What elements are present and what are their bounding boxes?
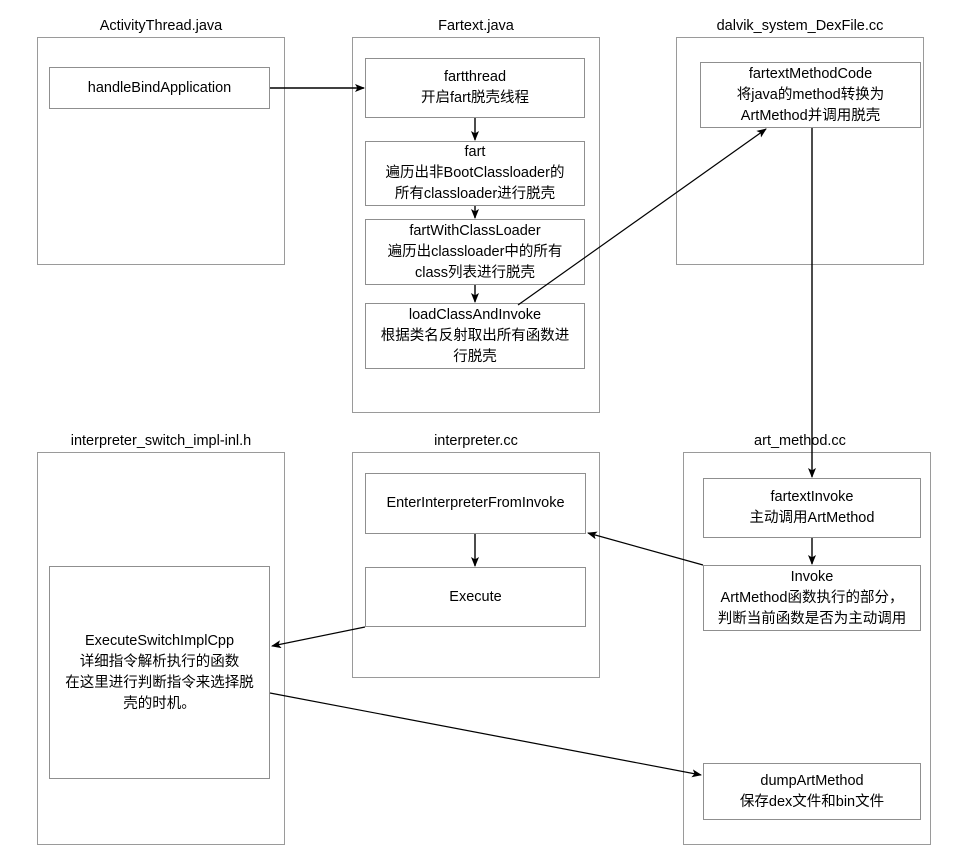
- group-title-interpreter-switch-impl: interpreter_switch_impl-inl.h: [70, 433, 252, 449]
- node-line: dumpArtMethod: [760, 772, 864, 789]
- node-fartext-invoke[interactable]: fartextInvoke 主动调用ArtMethod: [703, 478, 921, 538]
- node-dump-art-method[interactable]: dumpArtMethod 保存dex文件和bin文件: [703, 763, 921, 820]
- node-line: 所有classloader进行脱壳: [394, 186, 556, 202]
- node-load-class-and-invoke[interactable]: loadClassAndInvoke 根据类名反射取出所有函数进 行脱壳: [365, 303, 585, 369]
- node-line: ArtMethod函数执行的部分，: [720, 589, 904, 606]
- node-fartext-method-code[interactable]: fartextMethodCode 将java的method转换为 ArtMet…: [700, 62, 921, 128]
- node-line: Invoke: [790, 568, 834, 585]
- node-line: 根据类名反射取出所有函数进: [380, 327, 570, 344]
- node-line: handleBindApplication: [87, 79, 232, 96]
- group-title-interpreter-cc: interpreter.cc: [434, 433, 518, 449]
- node-line: 将java的method转换为: [736, 86, 885, 103]
- node-line: fart: [464, 144, 486, 160]
- node-line: class列表进行脱壳: [414, 264, 536, 281]
- node-line: 开启fart脱壳线程: [421, 90, 529, 106]
- node-execute-switch-impl-cpp[interactable]: ExecuteSwitchImplCpp 详细指令解析执行的函数 在这里进行判断…: [49, 566, 270, 779]
- group-box-activity-thread: [37, 37, 285, 265]
- group-title-art-method-cc: art_method.cc: [754, 433, 846, 449]
- node-line: fartWithClassLoader: [409, 222, 541, 239]
- node-enter-interpreter-from-invoke[interactable]: EnterInterpreterFromInvoke: [365, 473, 586, 534]
- node-line: 行脱壳: [453, 348, 497, 365]
- node-line: 保存dex文件和bin文件: [739, 793, 885, 810]
- group-box-art-method-cc: [683, 452, 931, 845]
- node-line: 遍历出非BootClassloader的: [385, 165, 565, 181]
- node-line: fartextInvoke: [770, 489, 854, 505]
- node-line: 壳的时机。: [123, 695, 196, 712]
- node-line: fartthread: [443, 69, 507, 85]
- node-line: EnterInterpreterFromInvoke: [386, 495, 565, 511]
- node-line: fartextMethodCode: [748, 65, 873, 82]
- node-line: ExecuteSwitchImplCpp: [84, 632, 235, 649]
- node-fart[interactable]: fart 遍历出非BootClassloader的 所有classloader进…: [365, 141, 585, 206]
- edge-executeswitchimplcpp-to-dumpartmethod: [269, 692, 702, 778]
- group-title-dalvik-system-dexfile: dalvik_system_DexFile.cc: [716, 18, 884, 34]
- group-box-interpreter-switch-impl: [37, 452, 285, 845]
- node-fart-with-class-loader[interactable]: fartWithClassLoader 遍历出classloader中的所有 c…: [365, 219, 585, 285]
- node-line: 判断当前函数是否为主动调用: [717, 610, 907, 627]
- node-line: 遍历出classloader中的所有: [387, 243, 563, 260]
- node-invoke[interactable]: Invoke ArtMethod函数执行的部分， 判断当前函数是否为主动调用: [703, 565, 921, 631]
- node-fartthread[interactable]: fartthread 开启fart脱壳线程: [365, 58, 585, 118]
- node-line: ArtMethod并调用脱壳: [740, 107, 881, 124]
- group-title-fartext-java: Fartext.java: [438, 18, 514, 34]
- node-line: Execute: [449, 588, 502, 605]
- group-title-activity-thread: ActivityThread.java: [99, 18, 223, 34]
- node-execute[interactable]: Execute: [365, 567, 586, 627]
- node-line: 详细指令解析执行的函数: [79, 653, 240, 670]
- node-line: loadClassAndInvoke: [408, 306, 542, 323]
- node-handle-bind-application[interactable]: handleBindApplication: [49, 67, 270, 109]
- node-line: 主动调用ArtMethod: [749, 510, 875, 526]
- node-line: 在这里进行判断指令来选择脱: [65, 674, 254, 691]
